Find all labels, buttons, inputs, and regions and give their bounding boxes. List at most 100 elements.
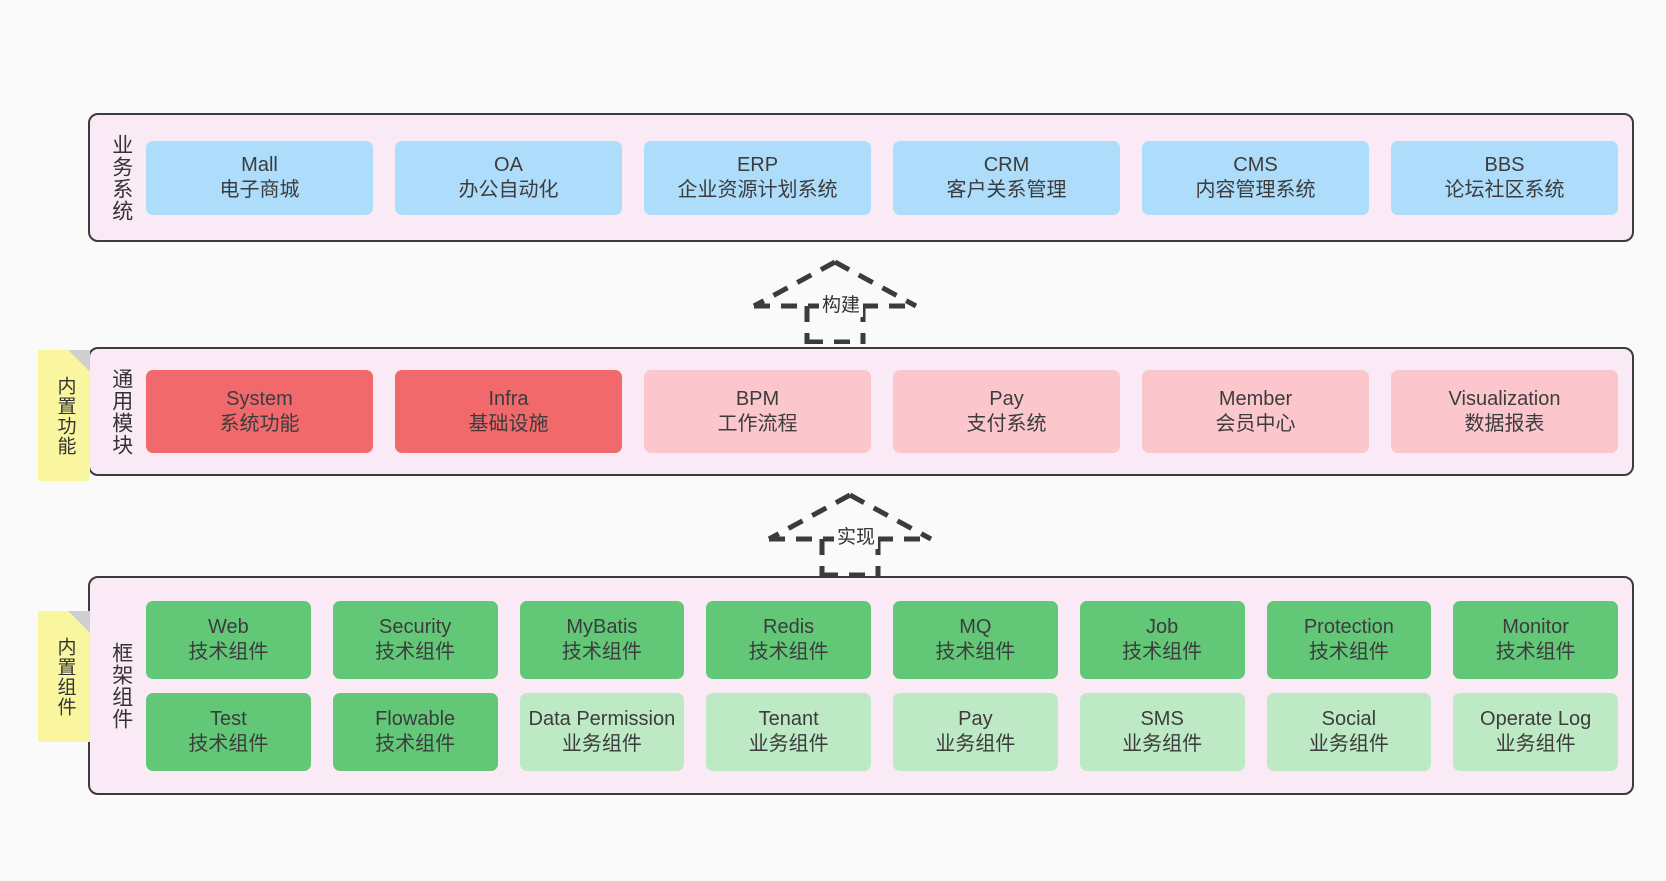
card-row: Mall 电子商城 OA 办公自动化 ERP 企业资源计划系统 CRM 客户关系… <box>146 140 1618 215</box>
card-title-en: Test <box>210 707 247 730</box>
card-title-en: Flowable <box>375 707 456 730</box>
card-sms[interactable]: SMS 业务组件 <box>1079 692 1245 771</box>
card-data-permission[interactable]: Data Permission 业务组件 <box>519 692 685 771</box>
card-bbs[interactable]: BBS 论坛社区系统 <box>1391 140 1618 215</box>
layer-title-modules: 通用模块 <box>109 367 133 456</box>
card-title-en: Infra <box>488 387 529 410</box>
card-row: System 系统功能 Infra 基础设施 BPM 工作流程 Pay 支付系统… <box>146 370 1618 453</box>
card-web[interactable]: Web 技术组件 <box>146 600 311 679</box>
card-security[interactable]: Security 技术组件 <box>332 600 498 679</box>
card-title-en: Web <box>207 615 249 638</box>
card-title-en: Data Permission <box>528 707 676 730</box>
card-crm[interactable]: CRM 客户关系管理 <box>893 140 1120 215</box>
card-erp[interactable]: ERP 企业资源计划系统 <box>644 140 871 215</box>
card-title-cn: 技术组件 <box>561 640 642 663</box>
card-title-cn: 技术组件 <box>375 640 456 663</box>
card-title-cn: 论坛社区系统 <box>1444 178 1565 201</box>
card-title-cn: 技术组件 <box>1495 640 1576 663</box>
card-oa[interactable]: OA 办公自动化 <box>395 140 622 215</box>
card-title-cn: 业务组件 <box>1495 732 1576 755</box>
card-test[interactable]: Test 技术组件 <box>146 692 311 771</box>
card-title-cn: 业务组件 <box>748 732 829 755</box>
card-title-en: OA <box>494 153 523 176</box>
card-title-en: Pay <box>958 707 993 730</box>
card-title-cn: 技术组件 <box>935 640 1016 663</box>
card-title-cn: 基础设施 <box>468 412 549 435</box>
card-title-cn: 技术组件 <box>188 640 269 663</box>
card-title-cn: 技术组件 <box>1308 640 1389 663</box>
arrow-label-implement: 实现 <box>834 522 879 549</box>
card-title-cn: 技术组件 <box>748 640 829 663</box>
card-title-cn: 支付系统 <box>966 412 1047 435</box>
card-infra[interactable]: Infra 基础设施 <box>395 370 622 453</box>
card-title-en: BBS <box>1484 153 1525 176</box>
note-label: 内置组件 <box>54 636 76 717</box>
card-mybatis[interactable]: MyBatis 技术组件 <box>519 600 685 679</box>
card-title-cn: 工作流程 <box>717 412 798 435</box>
arrow-label-build: 构建 <box>819 290 864 317</box>
card-bpm[interactable]: BPM 工作流程 <box>644 370 871 453</box>
card-title-cn: 客户关系管理 <box>946 178 1067 201</box>
card-social[interactable]: Social 业务组件 <box>1266 692 1432 771</box>
card-title-en: Monitor <box>1502 615 1569 638</box>
note-built-in-components: 内置组件 <box>38 611 90 742</box>
card-title-en: Job <box>1146 615 1179 638</box>
card-title-cn: 企业资源计划系统 <box>677 178 838 201</box>
card-pay-business[interactable]: Pay 业务组件 <box>893 692 1058 771</box>
card-title-cn: 办公自动化 <box>458 178 559 201</box>
card-title-cn: 业务组件 <box>561 732 642 755</box>
card-protection[interactable]: Protection 技术组件 <box>1266 600 1432 679</box>
card-title-cn: 会员中心 <box>1215 412 1296 435</box>
card-title-cn: 业务组件 <box>935 732 1016 755</box>
cards-wrap-modules: System 系统功能 Infra 基础设施 BPM 工作流程 Pay 支付系统… <box>142 370 1632 453</box>
card-title-en: MQ <box>959 615 992 638</box>
card-monitor[interactable]: Monitor 技术组件 <box>1453 600 1618 679</box>
card-member[interactable]: Member 会员中心 <box>1142 370 1369 453</box>
card-cms[interactable]: CMS 内容管理系统 <box>1142 140 1369 215</box>
note-label: 内置功能 <box>54 375 76 456</box>
card-title-en: System <box>226 387 293 410</box>
layer-common-modules: 通用模块 System 系统功能 Infra 基础设施 BPM 工作流程 Pay… <box>88 347 1634 476</box>
card-mq[interactable]: MQ 技术组件 <box>893 600 1058 679</box>
card-title-cn: 数据报表 <box>1464 412 1545 435</box>
cards-wrap-business: Mall 电子商城 OA 办公自动化 ERP 企业资源计划系统 CRM 客户关系… <box>142 140 1632 215</box>
card-title-en: Visualization <box>1448 387 1561 410</box>
card-title-en: BPM <box>735 387 780 410</box>
card-title-cn: 内容管理系统 <box>1195 178 1316 201</box>
card-title-cn: 电子商城 <box>219 178 300 201</box>
card-title-en: Redis <box>763 615 815 638</box>
card-title-cn: 技术组件 <box>188 732 269 755</box>
card-title-en: Protection <box>1303 615 1394 638</box>
layer-title-business: 业务系统 <box>109 133 133 222</box>
layer-business-systems: 业务系统 Mall 电子商城 OA 办公自动化 ERP 企业资源计划系统 CRM… <box>88 113 1634 242</box>
card-title-cn: 业务组件 <box>1122 732 1203 755</box>
card-title-en: CRM <box>983 153 1030 176</box>
card-operate-log[interactable]: Operate Log 业务组件 <box>1453 692 1618 771</box>
card-mall[interactable]: Mall 电子商城 <box>146 140 373 215</box>
card-flowable[interactable]: Flowable 技术组件 <box>332 692 498 771</box>
card-tenant[interactable]: Tenant 业务组件 <box>706 692 871 771</box>
card-row: Test 技术组件 Flowable 技术组件 Data Permission … <box>146 692 1618 771</box>
card-title-en: SMS <box>1140 707 1184 730</box>
card-title-en: ERP <box>736 153 779 176</box>
card-pay[interactable]: Pay 支付系统 <box>893 370 1120 453</box>
card-title-en: Tenant <box>758 707 819 730</box>
card-system[interactable]: System 系统功能 <box>146 370 373 453</box>
card-title-cn: 技术组件 <box>375 732 456 755</box>
card-title-en: Security <box>379 615 452 638</box>
card-title-en: MyBatis <box>566 615 638 638</box>
card-title-en: Operate Log <box>1480 707 1592 730</box>
card-row: Web 技术组件 Security 技术组件 MyBatis 技术组件 Redi… <box>146 600 1618 679</box>
note-built-in-functions: 内置功能 <box>38 350 90 481</box>
card-title-en: Mall <box>241 153 278 176</box>
card-job[interactable]: Job 技术组件 <box>1079 600 1245 679</box>
card-redis[interactable]: Redis 技术组件 <box>706 600 871 679</box>
card-title-en: CMS <box>1233 153 1278 176</box>
card-visualization[interactable]: Visualization 数据报表 <box>1391 370 1618 453</box>
layer-title-framework: 框架组件 <box>109 641 133 730</box>
card-title-en: Social <box>1321 707 1377 730</box>
card-title-en: Pay <box>989 387 1024 410</box>
card-title-cn: 技术组件 <box>1122 640 1203 663</box>
cards-wrap-framework: Web 技术组件 Security 技术组件 MyBatis 技术组件 Redi… <box>142 600 1632 771</box>
card-title-en: Member <box>1218 387 1293 410</box>
